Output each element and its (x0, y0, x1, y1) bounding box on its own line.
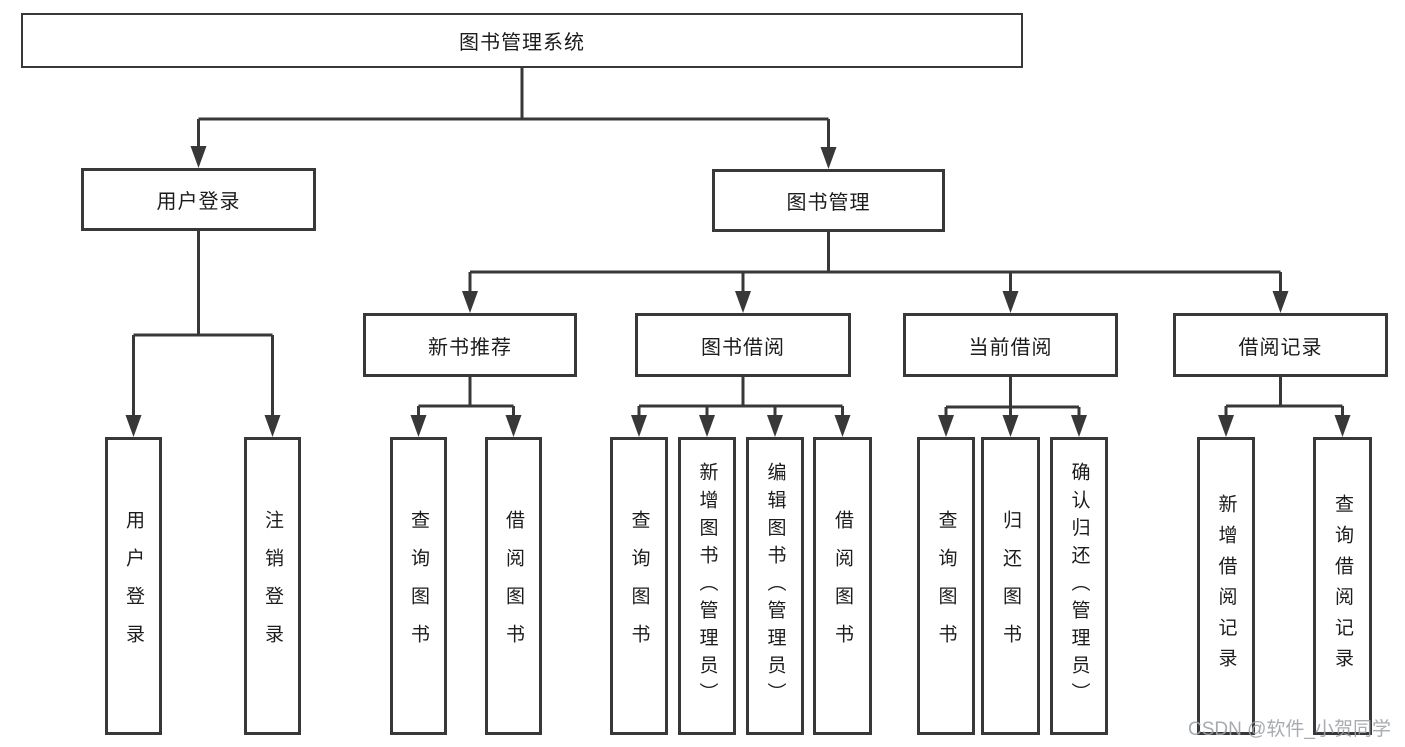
watermark: CSDN @软件_小贺同学 (1188, 719, 1391, 740)
leaf-label: 借阅图书 (832, 510, 853, 662)
node-label: 当前借阅 (968, 336, 1053, 359)
leaf-borrow-books: 借阅图书 (813, 437, 872, 735)
leaf-query-borrow-record: 查询借阅记录 (1313, 437, 1372, 735)
leaf-label: 查询图书 (935, 510, 957, 662)
leaf-label: 用户登录 (123, 510, 144, 662)
node-current-borrowing: 当前借阅 (903, 313, 1118, 377)
leaf-query-books-recommend: 查询图书 (390, 437, 447, 735)
leaf-label: 归还图书 (1000, 510, 1021, 662)
node-borrow-records: 借阅记录 (1173, 313, 1388, 377)
leaf-logout: 注销登录 (244, 437, 301, 735)
node-book-management: 图书管理 (712, 169, 945, 232)
leaf-edit-book-admin: 编辑图书（管理员） (746, 437, 804, 735)
node-library-management-system: 图书管理系统 (21, 13, 1023, 68)
leaf-label: 确认归还（管理员） (1068, 462, 1090, 710)
node-label: 图书管理系统 (459, 32, 585, 54)
leaf-query-books-borrowing: 查询图书 (610, 437, 668, 735)
leaf-user-login: 用户登录 (105, 437, 162, 735)
leaf-borrow-books-recommend: 借阅图书 (485, 437, 542, 735)
leaf-label: 编辑图书（管理员） (764, 462, 786, 710)
node-book-borrowing: 图书借阅 (635, 313, 851, 377)
leaf-add-book-admin: 新增图书（管理员） (678, 437, 736, 735)
node-user-login: 用户登录 (81, 168, 316, 231)
leaf-label: 借阅图书 (503, 510, 524, 662)
leaf-confirm-return-admin: 确认归还（管理员） (1050, 437, 1108, 735)
node-label: 图书借阅 (701, 336, 785, 359)
leaf-label: 新增图书（管理员） (696, 462, 718, 710)
arrowheads (125, 146, 1351, 437)
leaf-label: 新增借阅记录 (1215, 493, 1237, 679)
leaf-return-book: 归还图书 (981, 437, 1040, 735)
leaf-label: 查询借阅记录 (1332, 493, 1353, 679)
leaf-label: 查询图书 (408, 510, 429, 662)
node-label: 借阅记录 (1238, 336, 1323, 359)
node-new-book-recommendation: 新书推荐 (363, 313, 577, 377)
leaf-label: 查询图书 (628, 510, 650, 662)
node-label: 用户登录 (156, 191, 241, 213)
node-label: 图书管理 (786, 192, 871, 214)
node-label: 新书推荐 (428, 336, 512, 359)
leaf-query-books-current: 查询图书 (917, 437, 975, 735)
leaf-label: 注销登录 (262, 510, 283, 662)
leaf-add-borrow-record: 新增借阅记录 (1197, 437, 1255, 735)
